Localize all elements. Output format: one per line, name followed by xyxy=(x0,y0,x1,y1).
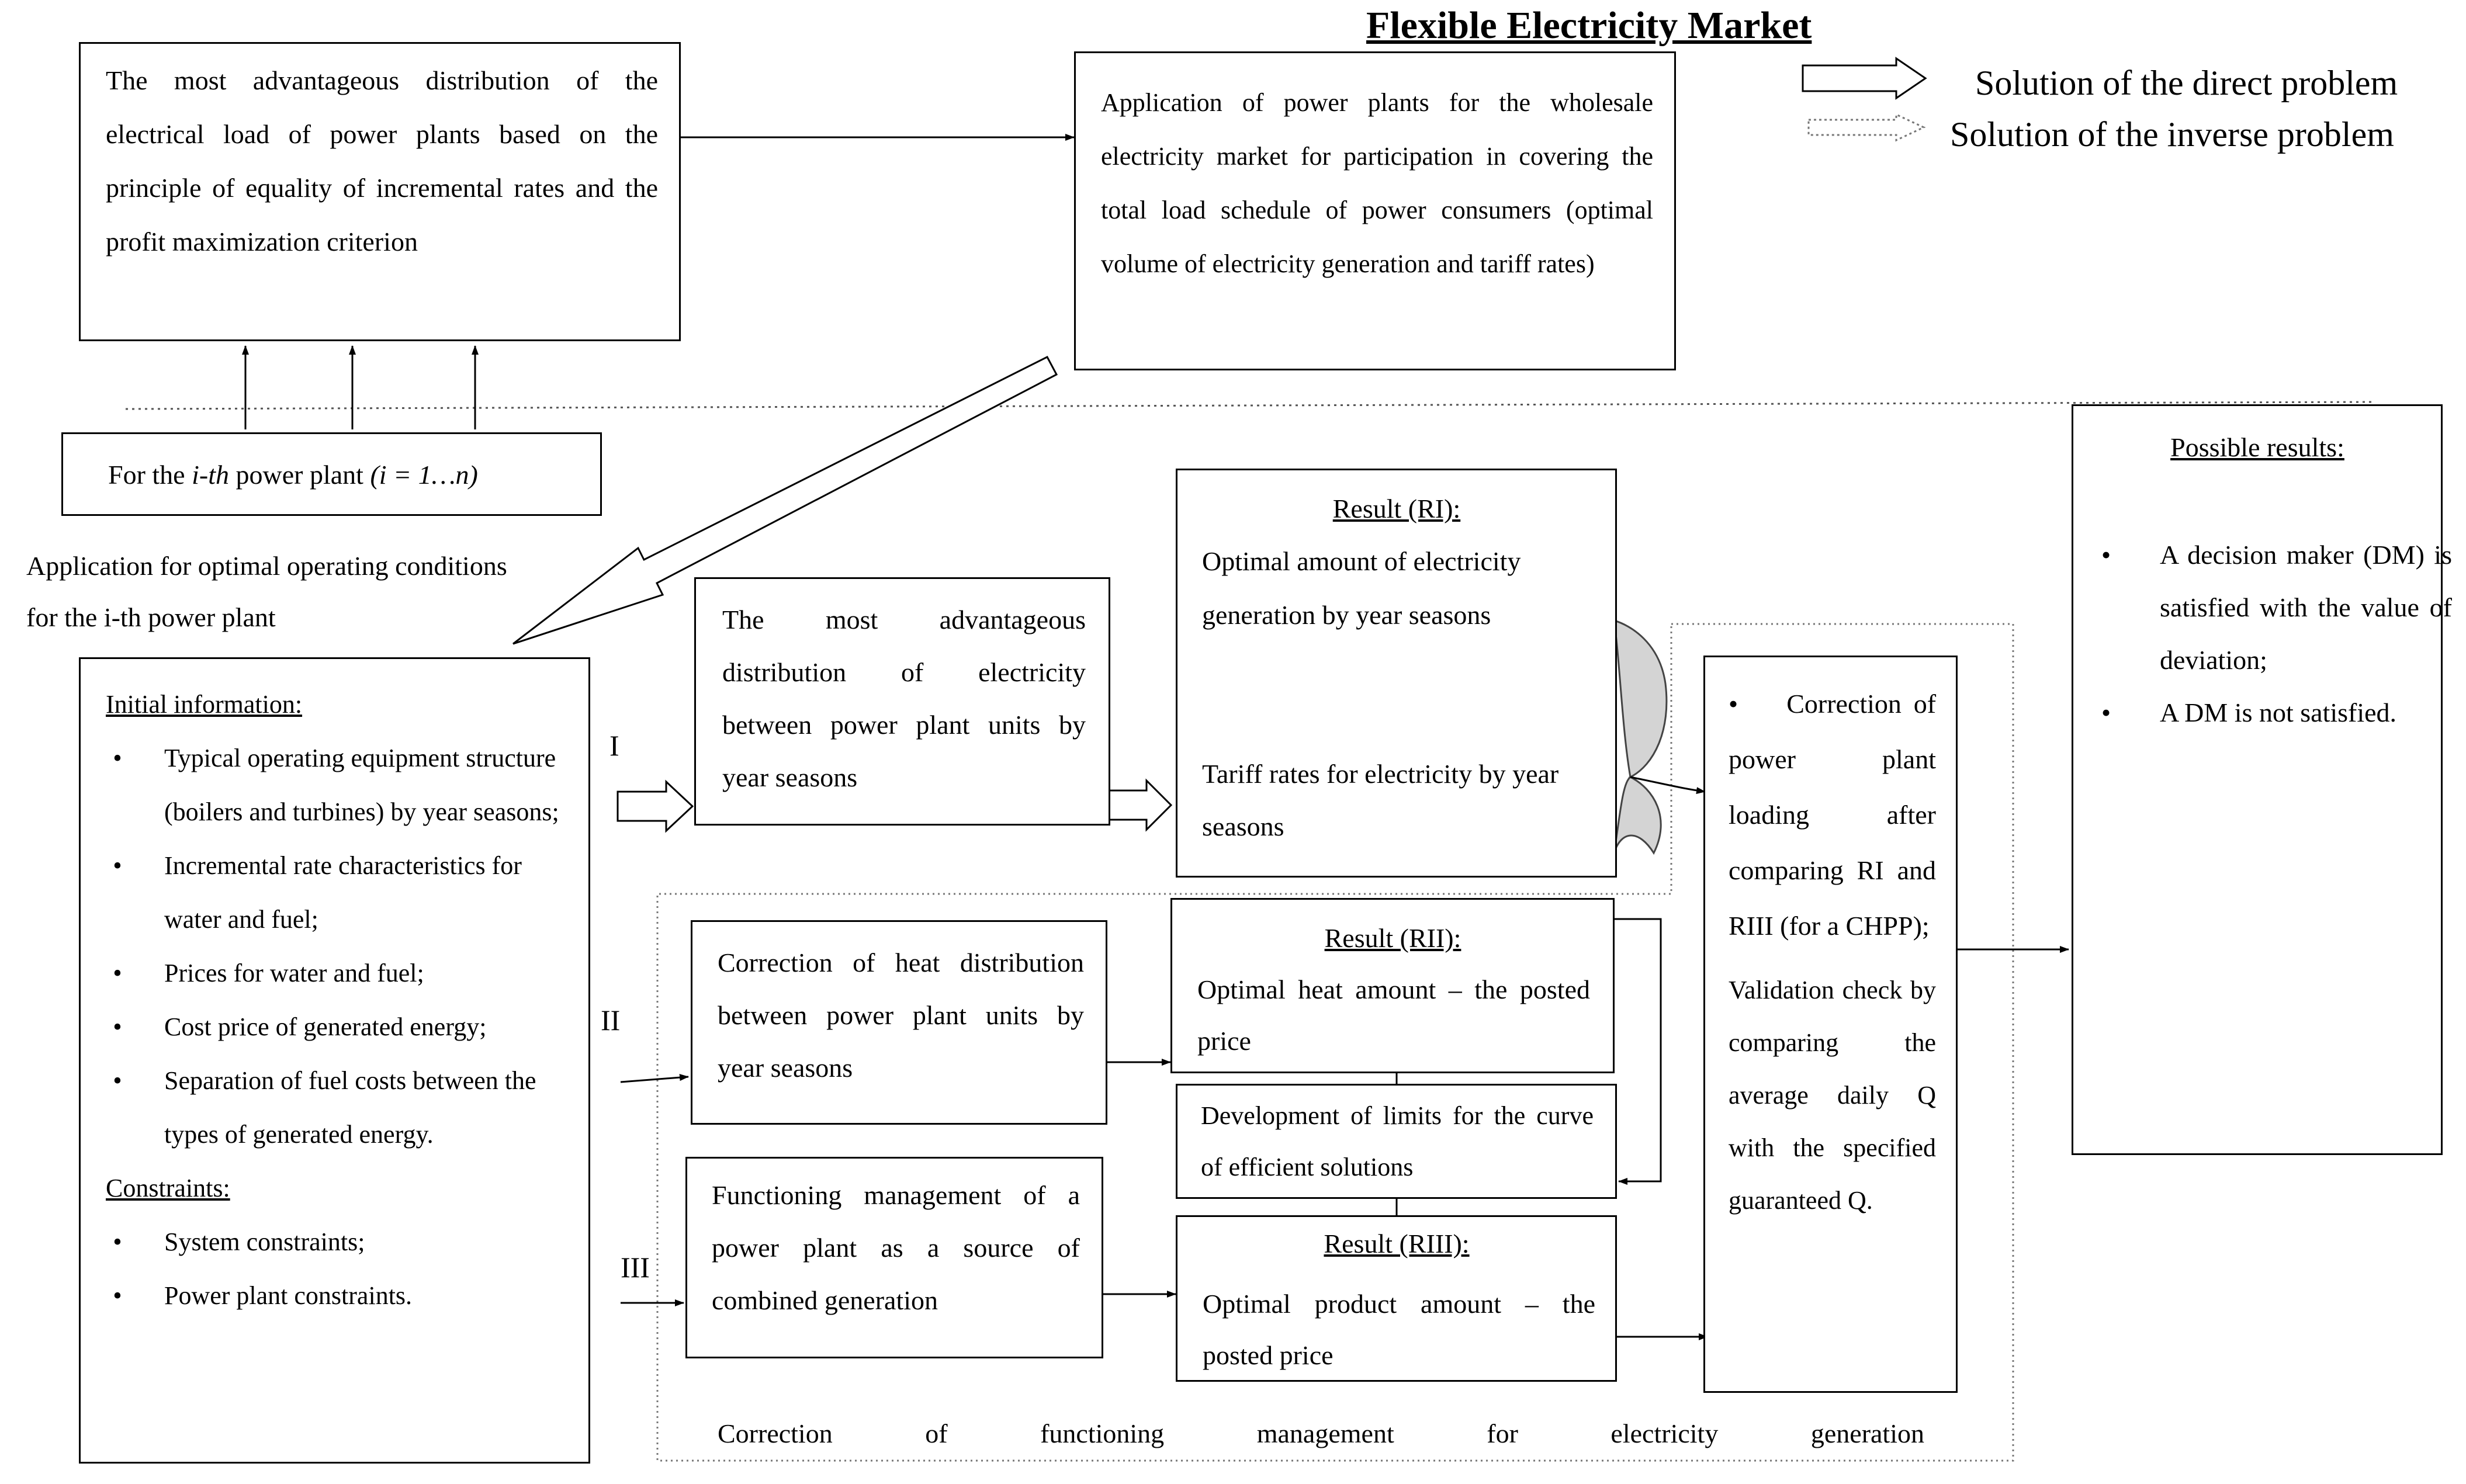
initial-item: Incremental rate characteristics for wat… xyxy=(106,839,567,946)
correction-loading-text: • Correction of power plant loading afte… xyxy=(1729,689,1937,941)
result-ri-box: Result (RI): Optimal amount of electrici… xyxy=(1176,469,1617,878)
constraint-item: Power plant constraints. xyxy=(106,1269,567,1323)
initial-item: Separation of fuel costs between the typ… xyxy=(106,1054,567,1161)
correction-loading-content: • Correction of power plant loading afte… xyxy=(1729,676,1936,1227)
initial-item: Cost price of generated energy; xyxy=(106,1000,567,1054)
hollow-arrow-to-tariff xyxy=(1108,778,1173,832)
legend-inverse-label: Solution of the inverse problem xyxy=(1950,115,2394,154)
result-rii-box: Result (RII): Optimal heat amount – the … xyxy=(1170,898,1615,1073)
distribution-top-box: The most advantageous distribution of th… xyxy=(79,42,681,341)
constraints-heading: Constraints: xyxy=(106,1174,230,1202)
label-roman-iii: III xyxy=(621,1251,650,1284)
label-roman-i: I xyxy=(609,729,619,762)
result-riii-text: Optimal product amount – the posted pric… xyxy=(1203,1289,1595,1370)
result-rii-text: Optimal heat amount – the posted price xyxy=(1197,975,1590,1056)
for-plant-range: (i = 1…n) xyxy=(370,460,478,490)
correction-loading-label: Correction of power plant loading after … xyxy=(1729,689,1937,941)
initial-item: Prices for water and fuel; xyxy=(106,946,567,1000)
feedback-loop xyxy=(1615,918,1662,1185)
initial-information-content: Initial information: Typical operating e… xyxy=(106,678,567,1323)
distribution-units-box: The most advantageous distribution of el… xyxy=(694,577,1110,826)
bottom-caption: Correction of functioning management for… xyxy=(718,1419,1924,1448)
result-ri-text: Optimal amount of electricity generation… xyxy=(1202,546,1521,630)
limits-box: Development of limits for the curve of e… xyxy=(1176,1084,1617,1199)
functioning-box: Functioning management of a power plant … xyxy=(685,1157,1103,1358)
for-plant-box: For the i-th power plant (i = 1…n) xyxy=(61,432,602,516)
hollow-arrow-i xyxy=(616,779,694,833)
ri-brace xyxy=(1613,619,1668,855)
result-rii-heading: Result (RII): xyxy=(1324,923,1461,953)
limits-text: Development of limits for the curve of e… xyxy=(1201,1101,1594,1181)
for-plant-prefix: For the xyxy=(108,460,192,490)
functioning-text: Functioning management of a power plant … xyxy=(712,1180,1080,1315)
result-riii-heading: Result (RIII): xyxy=(1324,1229,1470,1258)
wholesale-application-box: Application of power plants for the whol… xyxy=(1074,51,1676,370)
correction-zone-frame xyxy=(656,623,2014,1462)
validation-text: Validation check by comparing the averag… xyxy=(1729,976,1936,1215)
label-roman-ii: II xyxy=(601,1004,621,1036)
dotted-separator-line xyxy=(125,401,2373,410)
legend-dotted-arrow xyxy=(1807,113,1926,142)
result-ri-heading: Result (RI): xyxy=(1332,494,1461,523)
for-plant-mid: power plant xyxy=(229,460,370,490)
initial-item: Typical operating equipment structure (b… xyxy=(106,731,567,839)
possible-result-item: A decision maker (DM) is satisfied with … xyxy=(2101,529,2452,686)
distribution-units-text: The most advantageous distribution of el… xyxy=(722,605,1086,792)
application-optimal-text: Application for optimal operating condit… xyxy=(26,551,507,632)
page-title: Flexible Electricity Market xyxy=(1366,4,1812,47)
result-ri-tariff: Tariff rates for electricity by year sea… xyxy=(1202,759,1559,841)
distribution-top-text: The most advantageous distribution of th… xyxy=(106,65,658,256)
correction-heat-box: Correction of heat distribution between … xyxy=(691,920,1107,1125)
arrow-ii-in xyxy=(620,1074,689,1083)
constraints-list: System constraints; Power plant constrai… xyxy=(106,1215,567,1323)
possible-results-heading: Possible results: xyxy=(2170,432,2344,462)
constraint-item: System constraints; xyxy=(106,1215,567,1269)
possible-results-box: Possible results: A decision maker (DM) … xyxy=(2072,404,2452,1155)
possible-result-item: A DM is not satisfied. xyxy=(2101,686,2452,739)
possible-results-list: A decision maker (DM) is satisfied with … xyxy=(2101,529,2452,739)
for-plant-text: For the i-th power plant (i = 1…n) xyxy=(108,448,478,502)
ri-brace-arrow xyxy=(1630,776,1706,794)
initial-information-box: Initial information: Typical operating e… xyxy=(79,657,590,1464)
initial-heading: Initial information: xyxy=(106,690,303,719)
for-plant-ith: i-th xyxy=(192,460,229,490)
initial-list: Typical operating equipment structure (b… xyxy=(106,731,567,1161)
correction-loading-box: • Correction of power plant loading afte… xyxy=(1703,656,1958,1393)
result-riii-box: Result (RIII): Optimal product amount – … xyxy=(1176,1215,1617,1382)
diagonal-hollow-arrow xyxy=(512,356,1058,645)
legend-solid-arrow xyxy=(1802,57,1927,100)
wholesale-application-text: Application of power plants for the whol… xyxy=(1101,88,1653,278)
legend-direct-label: Solution of the direct problem xyxy=(1975,64,2398,102)
correction-heat-text: Correction of heat distribution between … xyxy=(718,948,1084,1083)
